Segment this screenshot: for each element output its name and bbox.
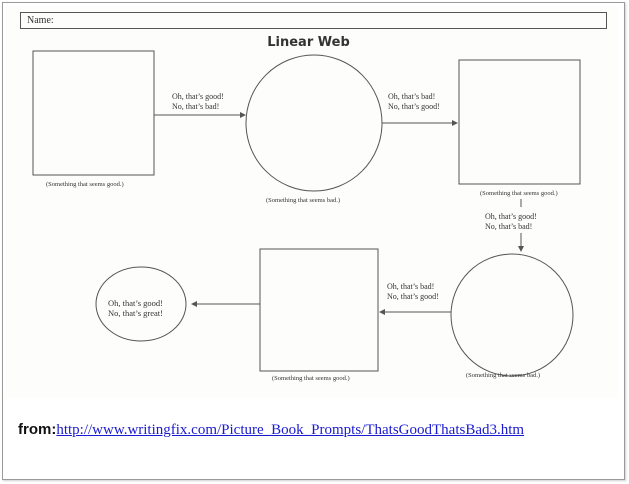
source-prefix: from: <box>18 421 57 438</box>
name-label: Name: <box>27 15 54 26</box>
arrow1-label: Oh, that’s good! No, that’s bad! <box>172 92 224 111</box>
good-box-2 <box>458 59 581 185</box>
great-oval <box>95 266 187 342</box>
bad-circle-1 <box>245 54 383 192</box>
worksheet-title: Linear Web <box>267 35 350 50</box>
name-field[interactable]: Name: <box>20 12 607 29</box>
circle1-caption: (Something that seems bad.) <box>266 197 341 204</box>
box1-caption: (Something that seems good.) <box>46 181 124 188</box>
arrow2-label: Oh, that’s bad! No, that’s good! <box>388 92 440 111</box>
box2-caption: (Something that seems good.) <box>480 190 558 197</box>
good-box-3 <box>259 248 379 372</box>
worksheet <box>6 6 618 398</box>
slide-frame <box>2 2 625 480</box>
oval-text: Oh, that’s good! No, that’s great! <box>108 298 164 318</box>
source-citation: from:http://www.writingfix.com/Picture_B… <box>18 421 524 439</box>
connector-label: Oh, that’s good! No, that’s bad! <box>485 212 537 231</box>
good-box-1 <box>32 50 155 176</box>
box3-caption: (Something that seems good.) <box>272 375 350 382</box>
circle2-caption: (Something that seems bad.) <box>466 372 541 379</box>
source-link[interactable]: http://www.writingfix.com/Picture_Book_P… <box>56 422 525 438</box>
arrow3-label: Oh, that’s bad! No, that’s good! <box>387 282 439 301</box>
bad-circle-2 <box>450 253 574 377</box>
